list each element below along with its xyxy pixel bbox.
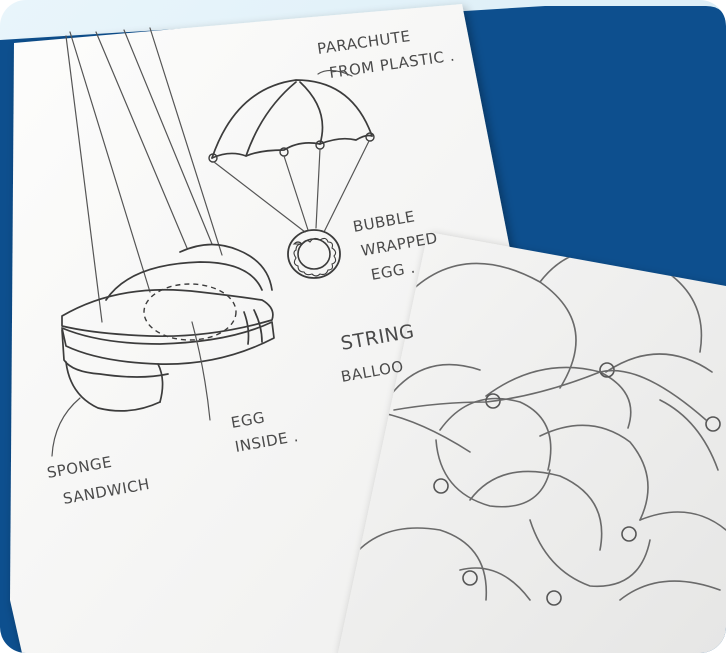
scene-stage: PARACHUTE FROM PLASTIC . BUBBLE WRAPPED … xyxy=(0,0,726,653)
egg-drop-sketch-illustration: PARACHUTE FROM PLASTIC . BUBBLE WRAPPED … xyxy=(0,0,726,653)
image-frame: PARACHUTE FROM PLASTIC . BUBBLE WRAPPED … xyxy=(0,0,726,653)
